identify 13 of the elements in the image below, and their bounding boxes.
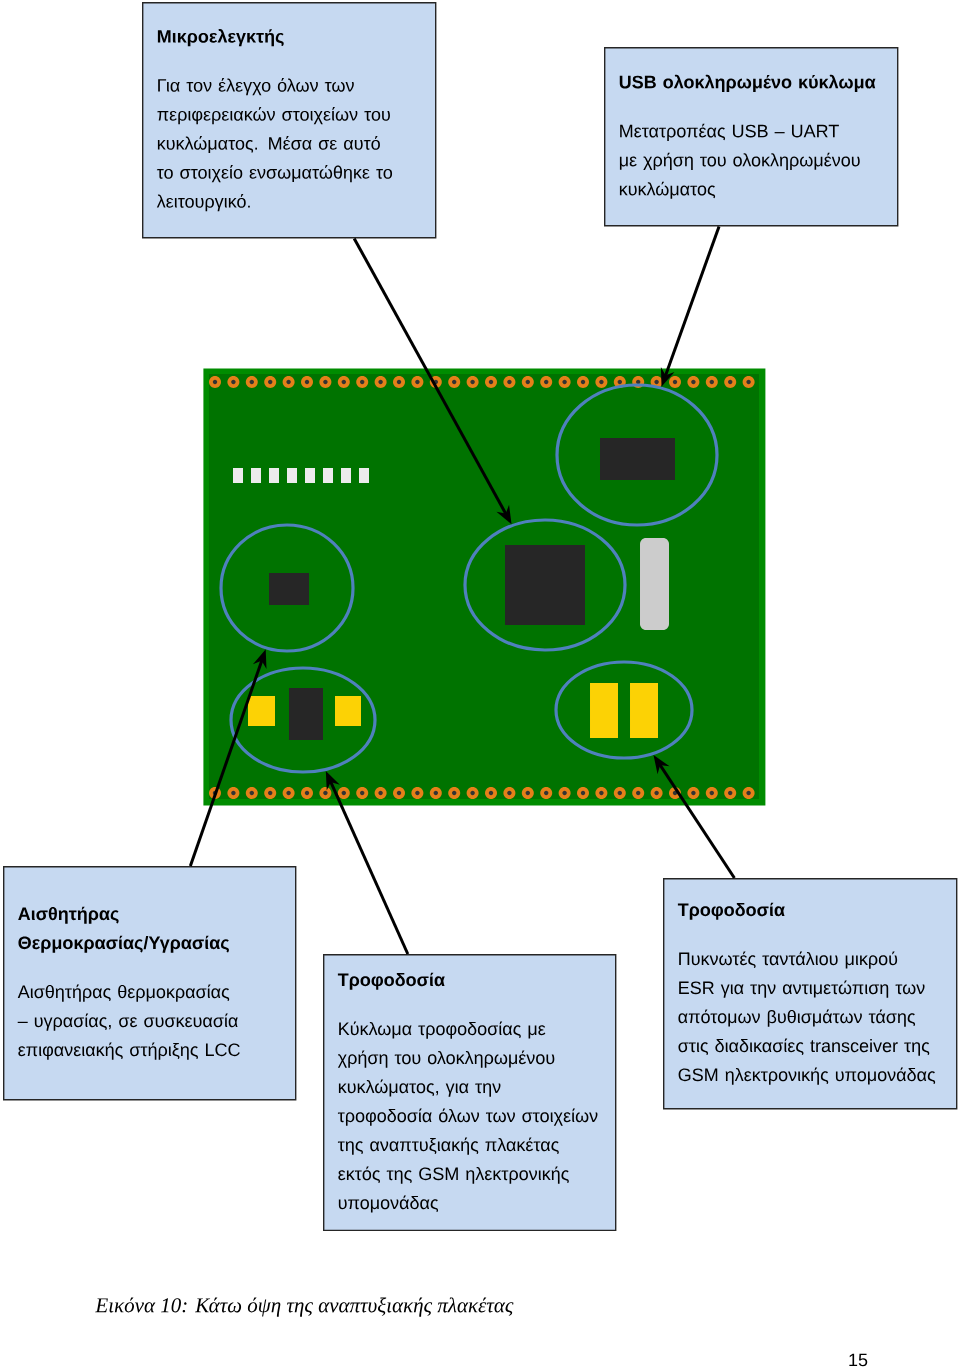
circuit-board-drawing [203, 368, 766, 806]
callout-box: Τροφοδοσία Πυκνωτές ταντάλιου μικρού ESR για την αντιμετώπιση των απότομων βυθισμάτων τάσης στις διαδικασίες transceiver της GSM ηλεκτρονικής υπομονάδας [663, 878, 958, 1110]
callout-box: USB ολοκληρωμένο κύκλωμα Μετατροπέας USB – UART με χρήση του ολοκληρωμένου κυκλώματος [604, 47, 899, 227]
highlight-circle [219, 523, 355, 653]
callout-box: Τροφοδοσία Κύκλωμα τροφοδοσίας με χρήση του ολοκληρωμένου κυκλώματος, για την τροφοδοσία όλων των στοιχείων της αναπτυξιακής πλακέτας εκτός της GSM ηλεκτρονικής υπομονάδας [323, 954, 617, 1232]
figure-caption: Εικόνα 10: Κάτω όψη της αναπτυξιακής πλακέτας [95, 1297, 514, 1317]
callout-box: Μικροελεγκτής Για τον έλεγχο όλων των περιφερειακών στοιχείων του κυκλώματος. Μέσα σε αυτό το στοιχείο ενσωματώθηκε το λειτουργικό. [142, 2, 437, 239]
callout-box: Αισθητήρας Θερμοκρασίας/Υγρασίας Αισθητήρας θερμοκρασίας – υγρασίας, σε συσκευασία επιφανειακής στήριξης LCC [3, 866, 297, 1101]
highlight-circle [555, 383, 719, 527]
highlight-circle [229, 666, 377, 774]
highlight-circle [554, 660, 694, 760]
page-number: 15 [849, 1353, 868, 1367]
highlight-circle [463, 518, 627, 652]
